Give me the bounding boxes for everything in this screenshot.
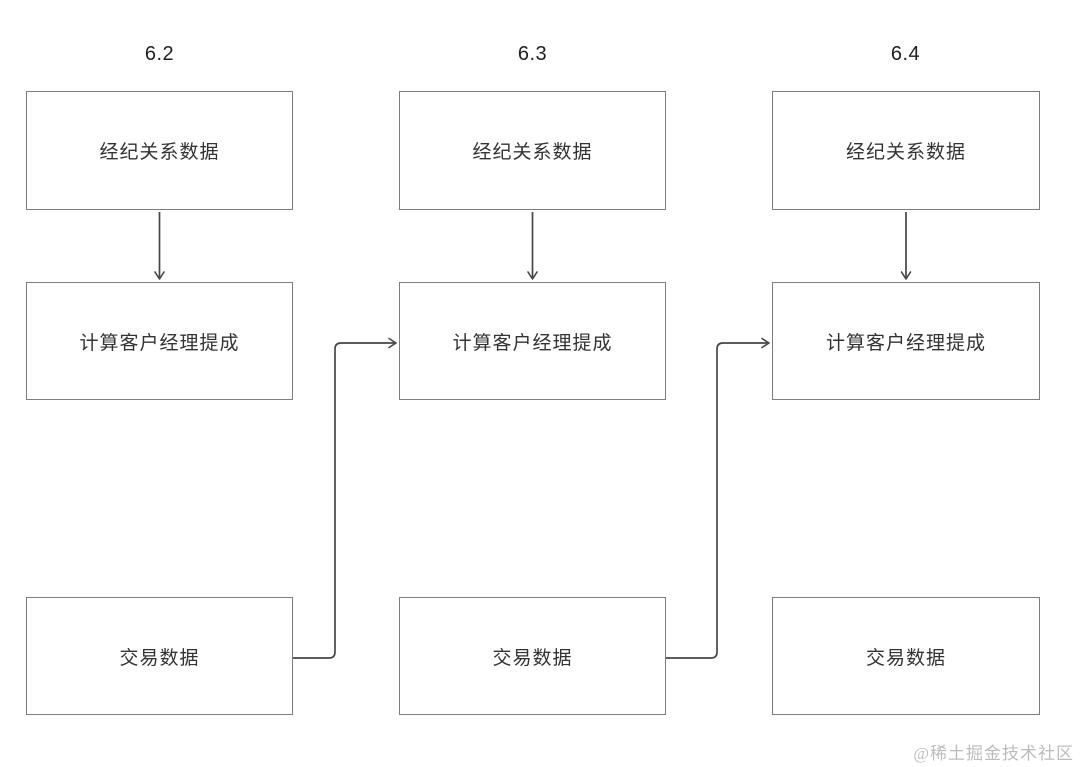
flow-node-label: 经纪关系数据	[845, 142, 966, 163]
flow-node-label: 交易数据	[119, 647, 200, 669]
flow-node-label: 交易数据	[492, 647, 573, 669]
flow-node-col3-transaction-data: 交易数据	[772, 597, 1040, 715]
flow-node-label: 计算客户经理提成	[452, 332, 613, 354]
flow-node-col2-transaction-data: 交易数据	[399, 597, 666, 715]
flow-node-label: 经纪关系数据	[99, 142, 220, 163]
flow-node-label: 经纪关系数据	[472, 142, 593, 163]
flow-node-label: 交易数据	[865, 647, 946, 669]
juejin-watermark: @稀土掘金技术社区	[913, 744, 1074, 763]
flow-node-col3-calc-manager-commission: 计算客户经理提成	[772, 282, 1040, 400]
column-label-6-3: 6.3	[517, 43, 548, 65]
flow-node-col1-brokerage-relation-data: 经纪关系数据	[26, 91, 293, 210]
column-label-6-4: 6.4	[890, 43, 921, 65]
flow-node-label: 计算客户经理提成	[79, 332, 240, 354]
flow-node-col2-brokerage-relation-data: 经纪关系数据	[399, 91, 666, 210]
flow-node-col1-calc-manager-commission: 计算客户经理提成	[26, 282, 293, 400]
flow-node-col1-transaction-data: 交易数据	[26, 597, 293, 715]
flow-node-col2-calc-manager-commission: 计算客户经理提成	[399, 282, 666, 400]
elbow-connector-col1-bottom-to-col2-middle-icon	[293, 337, 397, 659]
flow-node-label: 计算客户经理提成	[825, 332, 986, 354]
elbow-connector-col2-bottom-to-col3-middle-icon	[666, 337, 770, 659]
flow-node-col3-brokerage-relation-data: 经纪关系数据	[772, 91, 1040, 210]
column-label-6-2: 6.2	[144, 43, 175, 65]
